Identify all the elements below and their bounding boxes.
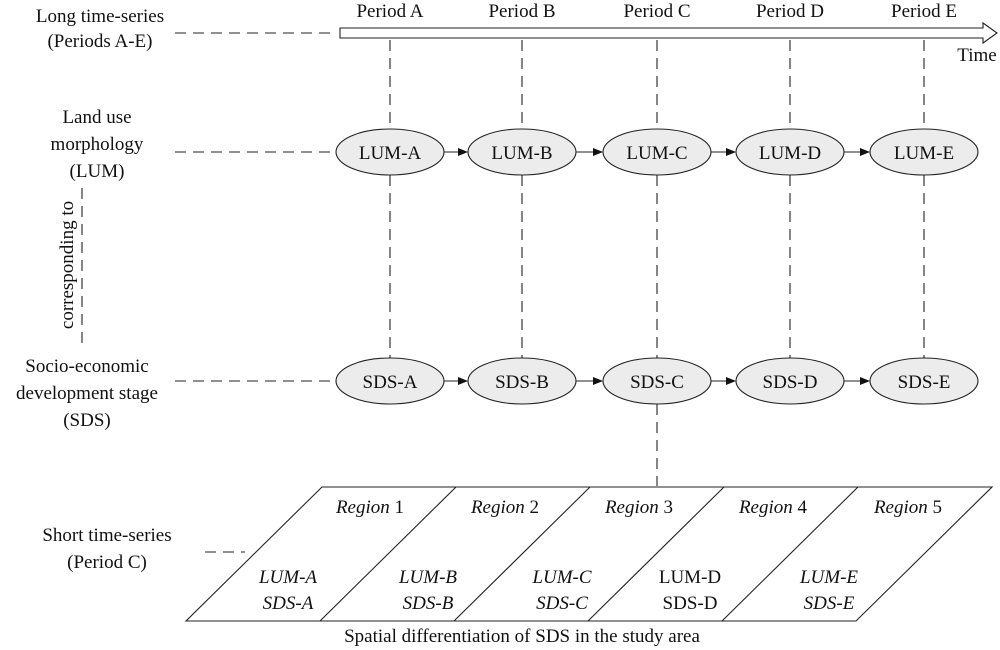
region-1-sds: SDS-A xyxy=(263,593,314,614)
sds-label: Socio-economic development stage (SDS) xyxy=(16,356,158,431)
region-5-title: Region 5 xyxy=(873,497,942,518)
lum-node-e-ellipse xyxy=(869,128,979,176)
region-divider-2 xyxy=(453,486,591,622)
region-panel: Region 1 LUM-A SDS-A Region 2 LUM-B SDS-… xyxy=(184,486,994,622)
period-label-d: Period D xyxy=(756,1,824,22)
lum-node-d-label: LUM-D xyxy=(759,143,821,164)
region-4-title: Region 4 xyxy=(738,497,808,518)
period-label-c: Period C xyxy=(623,1,690,22)
region-3: Region 3 LUM-C SDS-C xyxy=(531,497,673,614)
region-divider-3 xyxy=(587,486,725,622)
time-label: Time xyxy=(957,45,996,66)
lum-node-b: LUM-B xyxy=(467,128,577,176)
region-4-word: Region xyxy=(738,497,793,518)
lum-node-e-label: LUM-E xyxy=(894,143,954,164)
region-4-num: 4 xyxy=(798,497,808,518)
region-3-title: Region 3 xyxy=(604,497,673,518)
region-panel-outline xyxy=(184,486,994,622)
region-5: Region 5 LUM-E SDS-E xyxy=(799,497,942,614)
region-2-word: Region xyxy=(470,497,525,518)
sds-label-line1: Socio-economic xyxy=(25,356,148,377)
sds-node-d: SDS-D xyxy=(735,357,845,405)
region-4: Region 4 LUM-D SDS-D xyxy=(659,497,808,614)
time-arrow xyxy=(339,21,998,45)
region-2-title: Region 2 xyxy=(470,497,539,518)
lum-label-line1: Land use xyxy=(62,107,131,128)
region-5-num: 5 xyxy=(933,497,943,518)
region-divider-1 xyxy=(319,486,457,622)
sds-node-e-ellipse xyxy=(869,357,979,405)
sds-row: SDS-A SDS-B SDS-C SDS-D SDS-E xyxy=(335,357,979,405)
period-labels: Period A Period B Period C Period D Peri… xyxy=(356,1,957,22)
sds-node-c-label: SDS-C xyxy=(630,372,684,393)
sds-node-b: SDS-B xyxy=(467,357,577,405)
region-1-title: Region 1 xyxy=(335,497,404,518)
sds-node-c: SDS-C xyxy=(602,357,712,405)
lum-node-d: LUM-D xyxy=(735,128,845,176)
short-series-line2: (Period C) xyxy=(67,552,147,573)
lum-row: LUM-A LUM-B LUM-C LUM-D LUM-E xyxy=(335,128,979,176)
region-2-sds: SDS-B xyxy=(403,593,454,614)
sds-node-a-label: SDS-A xyxy=(363,372,418,393)
sds-node-a: SDS-A xyxy=(335,357,445,405)
short-series-line1: Short time-series xyxy=(42,525,171,546)
long-series-label: Long time-series (Periods A-E) xyxy=(36,6,164,52)
region-divider-4 xyxy=(721,486,859,622)
region-5-sds: SDS-E xyxy=(804,593,855,614)
region-2-num: 2 xyxy=(530,497,540,518)
region-1-lum: LUM-A xyxy=(258,567,317,588)
region-3-sds: SDS-C xyxy=(536,593,588,614)
sds-label-line2: development stage xyxy=(16,383,158,404)
region-3-lum: LUM-C xyxy=(531,567,591,588)
short-series-label: Short time-series (Period C) xyxy=(42,525,171,573)
panel-caption: Spatial differentiation of SDS in the st… xyxy=(344,626,700,647)
lum-node-c: LUM-C xyxy=(602,128,712,176)
lum-label-line3: (LUM) xyxy=(70,161,125,182)
time-arrow-shape xyxy=(339,21,998,45)
region-3-word: Region xyxy=(604,497,659,518)
period-label-e: Period E xyxy=(891,1,957,22)
lum-node-b-label: LUM-B xyxy=(491,143,552,164)
period-label-a: Period A xyxy=(356,1,423,22)
region-2: Region 2 LUM-B SDS-B xyxy=(398,497,539,614)
region-1-num: 1 xyxy=(395,497,405,518)
sds-node-e-label: SDS-E xyxy=(898,372,951,393)
region-4-sds: SDS-D xyxy=(663,593,718,614)
sds-node-d-label: SDS-D xyxy=(763,372,818,393)
period-label-b: Period B xyxy=(488,1,555,22)
region-2-lum: LUM-B xyxy=(398,567,457,588)
lum-label-line2: morphology xyxy=(51,134,144,155)
region-5-lum: LUM-E xyxy=(799,567,858,588)
lum-node-e: LUM-E xyxy=(869,128,979,176)
sds-label-line3: (SDS) xyxy=(63,410,111,431)
lum-label: Land use morphology (LUM) xyxy=(51,107,144,182)
long-series-line2: (Periods A-E) xyxy=(47,31,152,52)
region-3-num: 3 xyxy=(664,497,674,518)
sds-node-b-label: SDS-B xyxy=(495,372,549,393)
lum-node-a-label: LUM-A xyxy=(359,143,422,164)
sds-node-e: SDS-E xyxy=(869,357,979,405)
region-4-lum: LUM-D xyxy=(659,567,721,588)
lum-node-c-label: LUM-C xyxy=(626,143,687,164)
region-5-word: Region xyxy=(873,497,928,518)
long-series-line1: Long time-series xyxy=(36,6,164,27)
corresponding-to-label: corresponding to xyxy=(57,201,78,329)
region-1: Region 1 LUM-A SDS-A xyxy=(258,497,404,614)
lum-node-a: LUM-A xyxy=(335,128,445,176)
region-1-word: Region xyxy=(335,497,390,518)
